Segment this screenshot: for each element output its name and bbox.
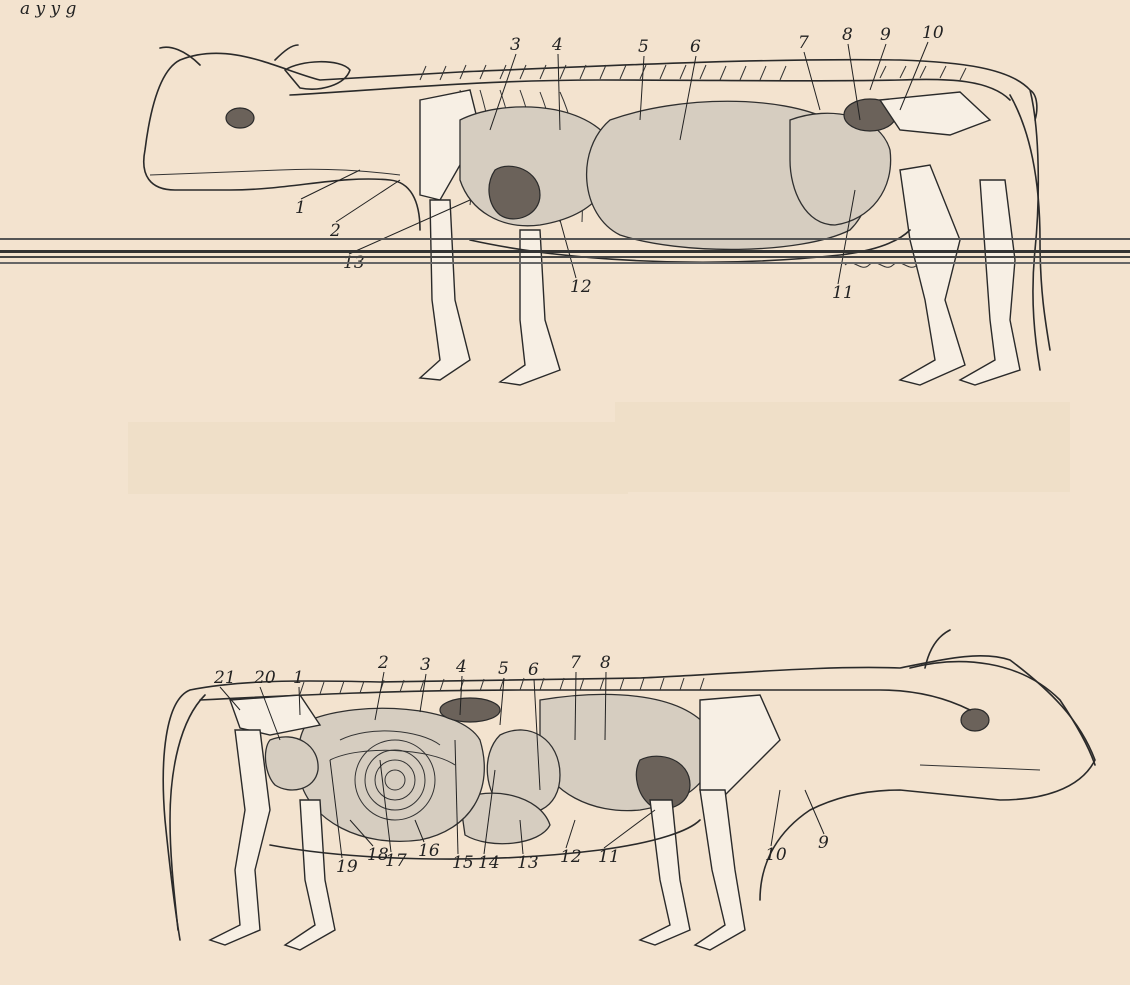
- top-spine: [290, 79, 1010, 100]
- top-leader-1: [301, 170, 360, 199]
- top-label-7: 7: [798, 33, 809, 53]
- redaction-block-left: [128, 422, 628, 494]
- top-ear: [285, 62, 350, 89]
- top-leader-9: [870, 44, 886, 90]
- bottom-label-4: 4: [455, 657, 467, 677]
- bottom-leader-12: [566, 820, 575, 848]
- bottom-label-11: 11: [598, 847, 620, 867]
- redaction-block-right: [615, 402, 1070, 492]
- bottom-jaw: [920, 765, 1040, 770]
- bottom-label-14: 14: [478, 853, 500, 873]
- bottom-label-13: 13: [517, 853, 539, 873]
- top-label-5: 5: [638, 37, 649, 57]
- top-leader-2: [336, 180, 400, 222]
- top-label-1: 1: [295, 198, 306, 218]
- top-eye: [226, 108, 254, 128]
- bottom-label-12: 12: [560, 847, 582, 867]
- bottom-label-19: 19: [336, 857, 358, 877]
- bottom-label-8: 8: [600, 653, 611, 673]
- bottom-label-10: 10: [765, 845, 787, 865]
- bottom-label-6: 6: [528, 660, 539, 680]
- bottom-kidney: [440, 698, 500, 722]
- bottom-eye: [961, 709, 989, 731]
- bottom-leader-3: [420, 674, 426, 712]
- scan-artifact-lines: [0, 238, 1130, 264]
- top-label-8: 8: [842, 25, 853, 45]
- bottom-label-20: 20: [253, 668, 276, 688]
- top-label-3: 3: [510, 35, 521, 55]
- top-label-9: 9: [880, 25, 891, 45]
- bottom-label-16: 16: [418, 841, 440, 861]
- top-label-4: 4: [551, 35, 563, 55]
- top-tail: [1010, 95, 1050, 350]
- bottom-scapula: [700, 695, 780, 800]
- top-pelvis: [880, 92, 990, 135]
- bottom-tail: [170, 695, 205, 930]
- top-jaw: [150, 169, 400, 175]
- bottom-label-15: 15: [452, 853, 474, 873]
- bottom-label-1: 1: [293, 668, 304, 688]
- top-label-6: 6: [690, 37, 701, 57]
- bottom-label-2: 2: [377, 653, 389, 673]
- bottom-leader-10: [771, 790, 780, 846]
- bottom-label-5: 5: [498, 659, 509, 679]
- page-caption: a y y g: [20, 0, 77, 19]
- bottom-label-21: 21: [213, 668, 236, 688]
- bottom-label-7: 7: [570, 653, 581, 673]
- bottom-label-9: 9: [818, 833, 829, 853]
- top-label-10: 10: [922, 23, 944, 43]
- bottom-label-3: 3: [420, 655, 431, 675]
- top-label-11: 11: [832, 283, 854, 303]
- bottom-label-18: 18: [367, 845, 389, 865]
- top-horn: [160, 45, 298, 65]
- top-leader-12: [560, 220, 576, 278]
- top-label-12: 12: [570, 277, 592, 297]
